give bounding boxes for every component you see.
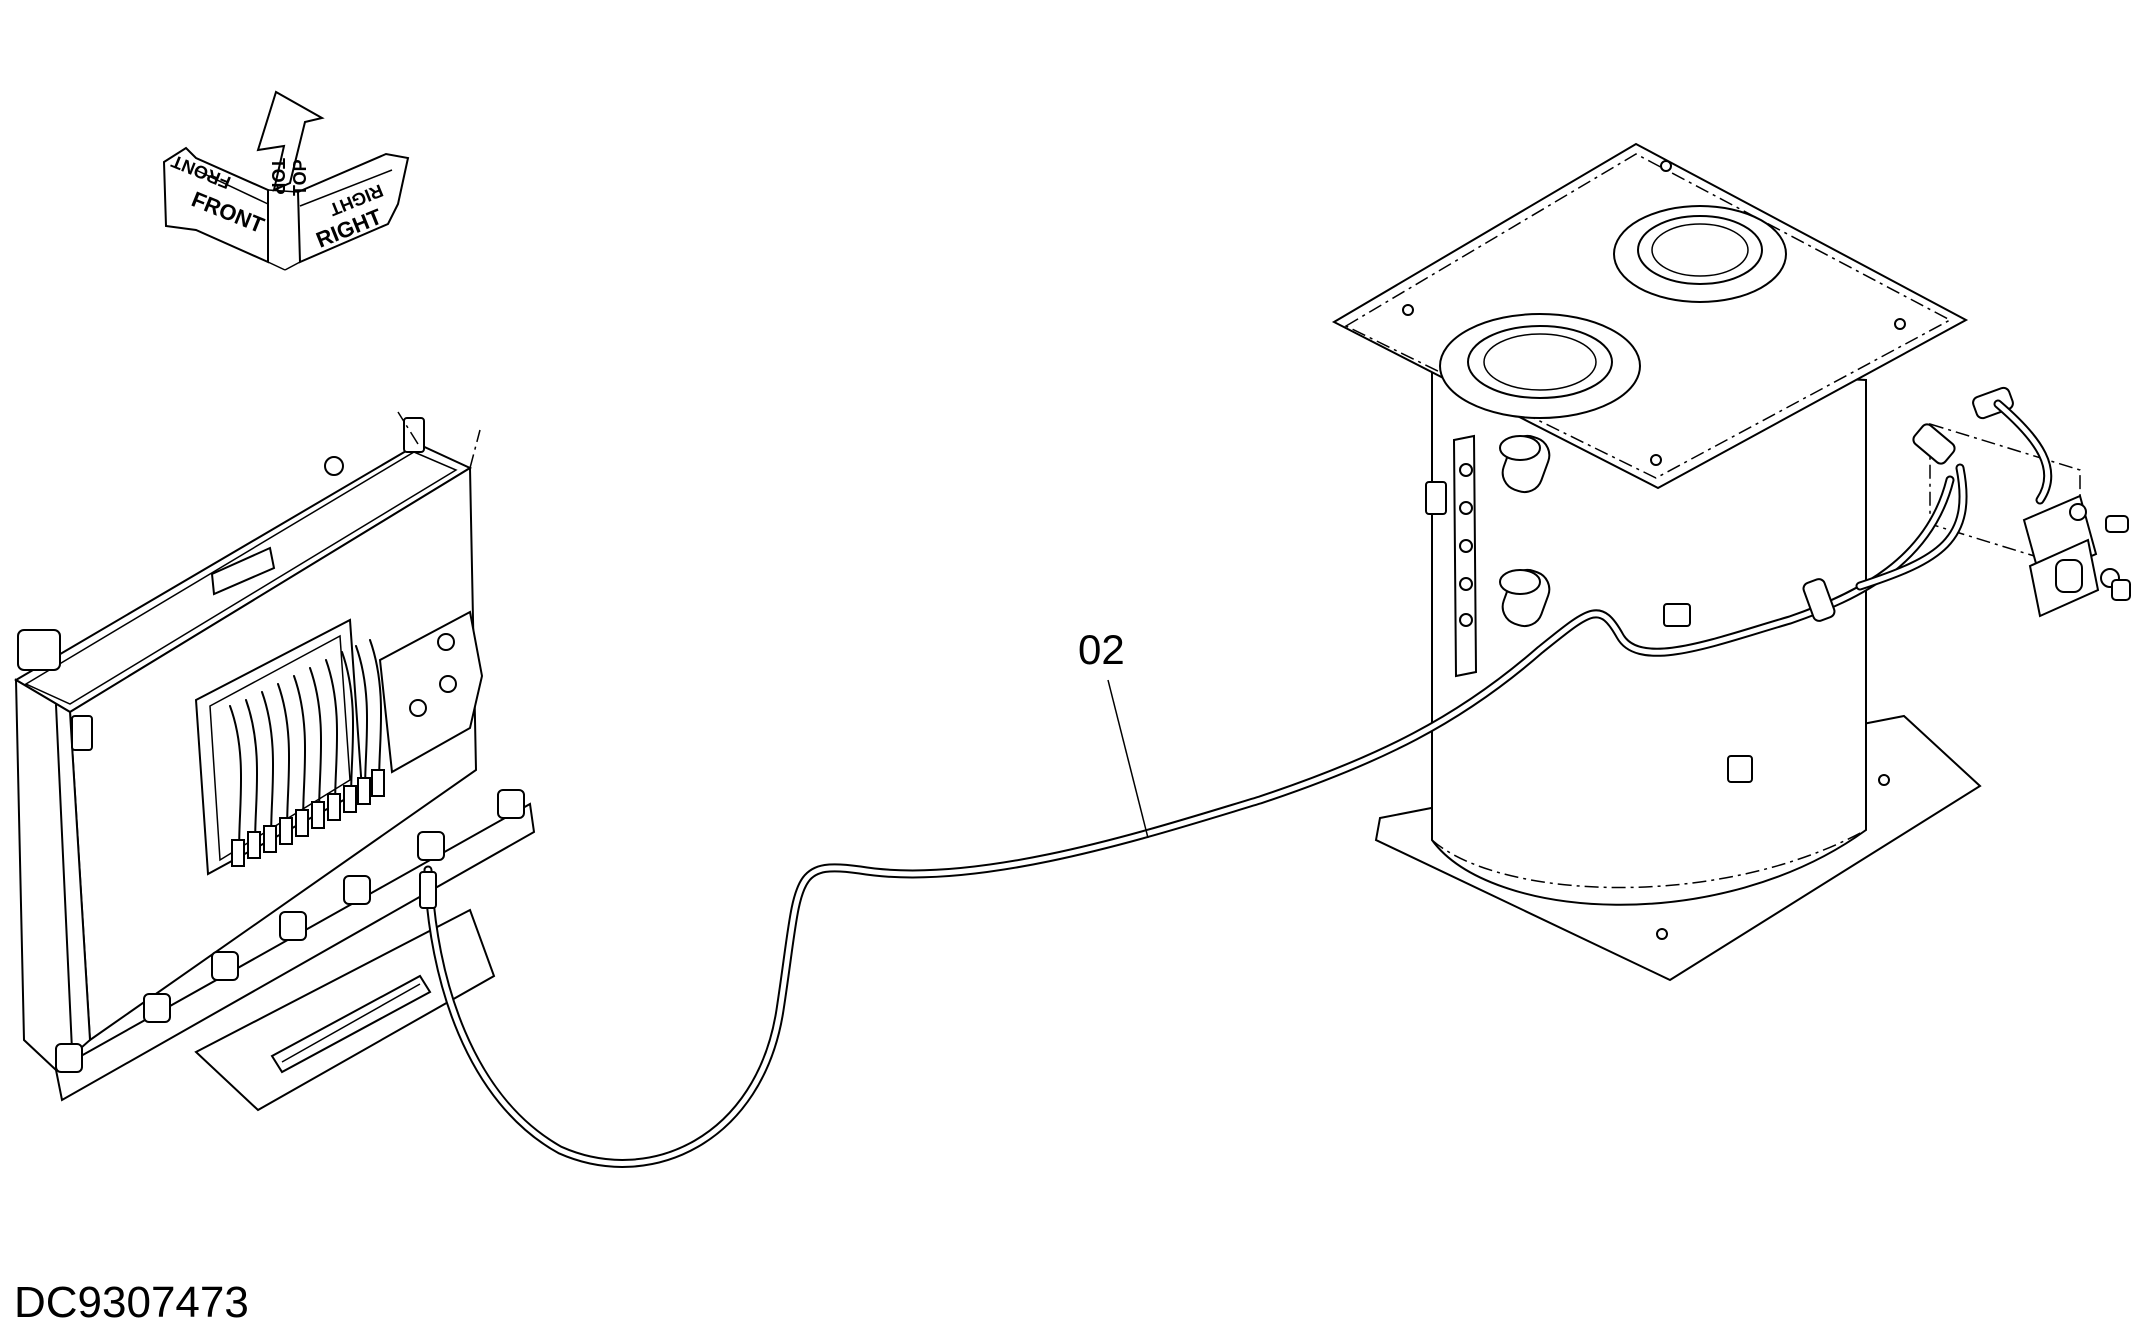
hose-clamp: [1802, 578, 1836, 622]
document-id: DC9307473: [14, 1278, 249, 1327]
hose-fitting: [419, 871, 437, 909]
front-arrow-icon: [162, 146, 269, 264]
callout-02: 02: [1078, 626, 1149, 839]
orientation-symbol: FRONT FRONT TOP TOP RIGHT RIGHT: [162, 90, 410, 271]
callout-label: 02: [1078, 626, 1125, 673]
side-plate: [378, 610, 484, 774]
tank-port-front: [1439, 313, 1641, 419]
tank-port-rear: [1613, 205, 1787, 303]
top-label: TOP: [268, 158, 288, 195]
hose: [419, 399, 2053, 1168]
top-label-mirror: TOP: [290, 159, 310, 196]
pressure-switch: [1912, 386, 2131, 618]
callout-leader: [1107, 679, 1149, 839]
flange-bolts: [55, 789, 525, 1073]
tank-nozzle-upper: [1499, 434, 1551, 494]
hydraulic-tank: [1331, 142, 2131, 982]
connector-block: [194, 618, 385, 876]
top-arrow-icon: [256, 90, 325, 192]
tank-nozzle-lower: [1499, 568, 1551, 628]
control-valve-unit: [14, 411, 536, 1112]
gauge-bracket: [194, 908, 496, 1112]
